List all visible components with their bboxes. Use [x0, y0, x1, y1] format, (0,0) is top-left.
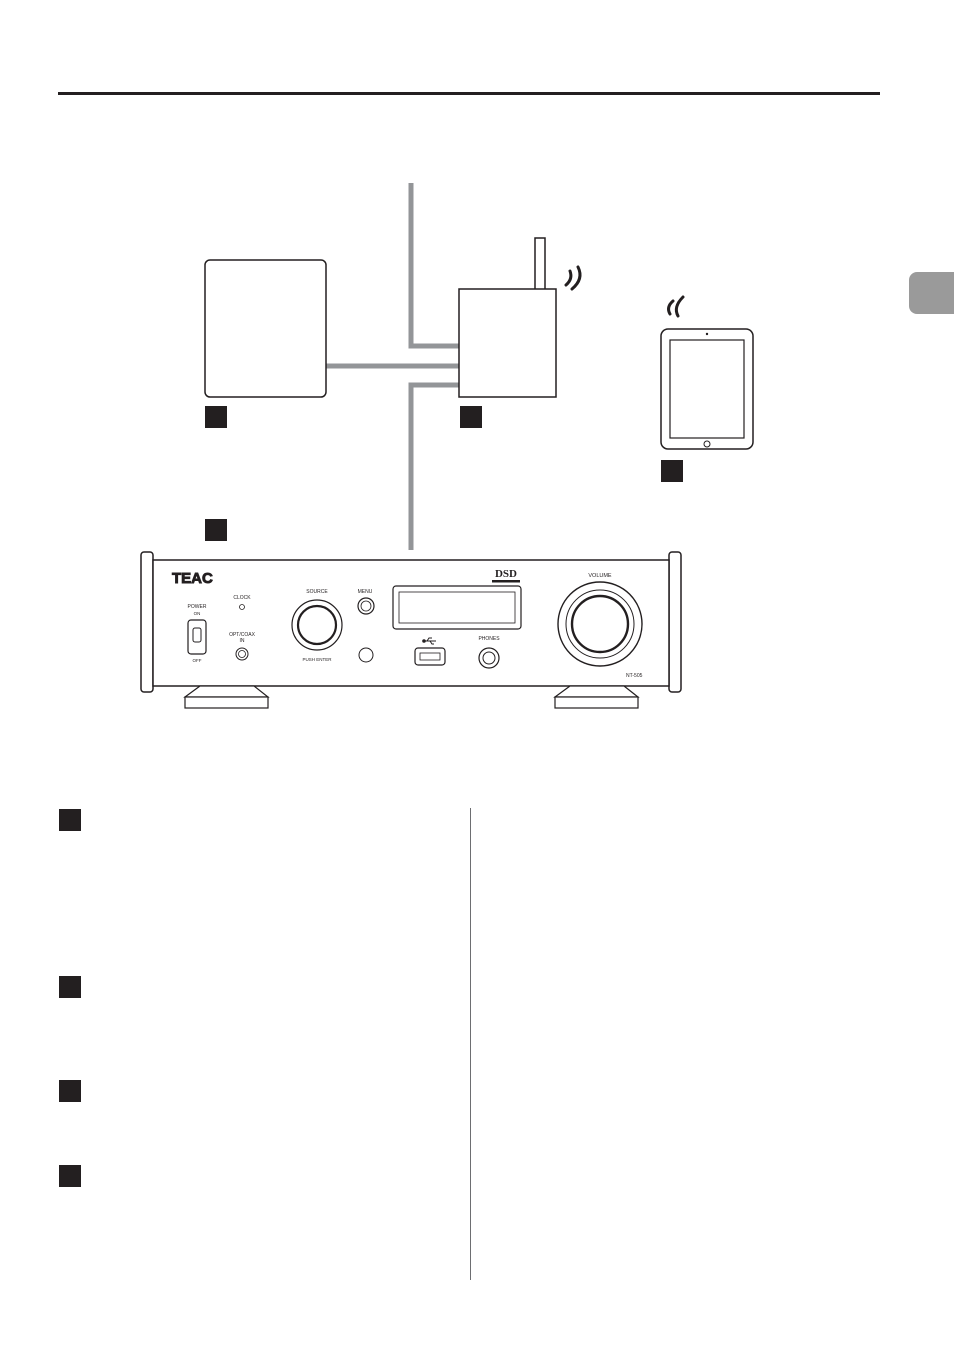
push-enter-label: PUSH ENTER [302, 657, 332, 662]
nas-server-box [204, 259, 327, 398]
volume-knob-bezel [565, 589, 635, 659]
remote-sensor [358, 647, 374, 663]
wifi-signal-icon [564, 265, 582, 291]
list-marker-3 [59, 1080, 81, 1102]
menu-button-inner [360, 600, 372, 612]
volume-label: VOLUME [588, 573, 612, 579]
power-switch-lever [192, 627, 202, 643]
left-foot-top [183, 685, 270, 698]
power-on-label: ON [194, 611, 201, 616]
internet-cable [408, 183, 459, 349]
clock-label: CLOCK [233, 595, 251, 601]
tablet-camera [705, 332, 709, 336]
dsd-logo-underline [492, 580, 520, 583]
step-marker-tablet [661, 460, 683, 482]
tablet-home-button [703, 440, 711, 448]
list-marker-4 [59, 1165, 81, 1187]
opt-coax-jack-inner [238, 650, 246, 658]
opt-coax-label: OPT/COAX [229, 632, 256, 638]
power-off-label: OFF [193, 658, 202, 663]
connection-diagram: TEAC POWER ON OFF CLOCK OPT/COAX IN SOUR… [140, 183, 754, 709]
tablet-screen [669, 339, 745, 439]
clock-indicator [239, 604, 245, 610]
display-screen [398, 591, 516, 624]
step-marker-nas [205, 406, 227, 428]
opt-coax-jack [235, 647, 249, 661]
step-marker-router [460, 406, 482, 428]
phones-jack [478, 647, 500, 669]
right-foot [554, 696, 639, 709]
menu-button [357, 597, 375, 615]
source-knob [296, 604, 338, 646]
column-divider [470, 808, 471, 1280]
header-rule [58, 92, 880, 95]
volume-knob-ring [557, 581, 643, 667]
source-label: SOURCE [306, 589, 328, 595]
left-side-panel [140, 551, 154, 693]
model-label: NT-505 [626, 673, 643, 679]
unit-cable [408, 382, 459, 550]
menu-label: MENU [358, 589, 373, 595]
power-label: POWER [188, 604, 207, 610]
wifi-signal-icon [667, 295, 685, 318]
list-marker-2 [59, 976, 81, 998]
section-tab[interactable] [909, 272, 954, 314]
router-antenna [534, 237, 546, 291]
opt-coax-in-label: IN [240, 638, 245, 644]
volume-knob [570, 594, 630, 654]
list-marker-1 [59, 809, 81, 831]
router-box [458, 288, 557, 398]
phones-jack-inner [482, 651, 496, 665]
dsd-logo: DSD [495, 568, 517, 580]
right-foot-top [553, 685, 640, 698]
right-side-panel [668, 551, 682, 693]
nt505-unit: TEAC POWER ON OFF CLOCK OPT/COAX IN SOUR… [140, 551, 682, 709]
phones-label: PHONES [478, 636, 500, 642]
source-knob-ring [291, 599, 343, 651]
usb-slot [419, 652, 441, 661]
step-marker-unit [205, 519, 227, 541]
left-foot [184, 696, 269, 709]
brand-logo: TEAC [172, 570, 213, 587]
usb-icon [422, 637, 436, 645]
cables [326, 183, 459, 550]
